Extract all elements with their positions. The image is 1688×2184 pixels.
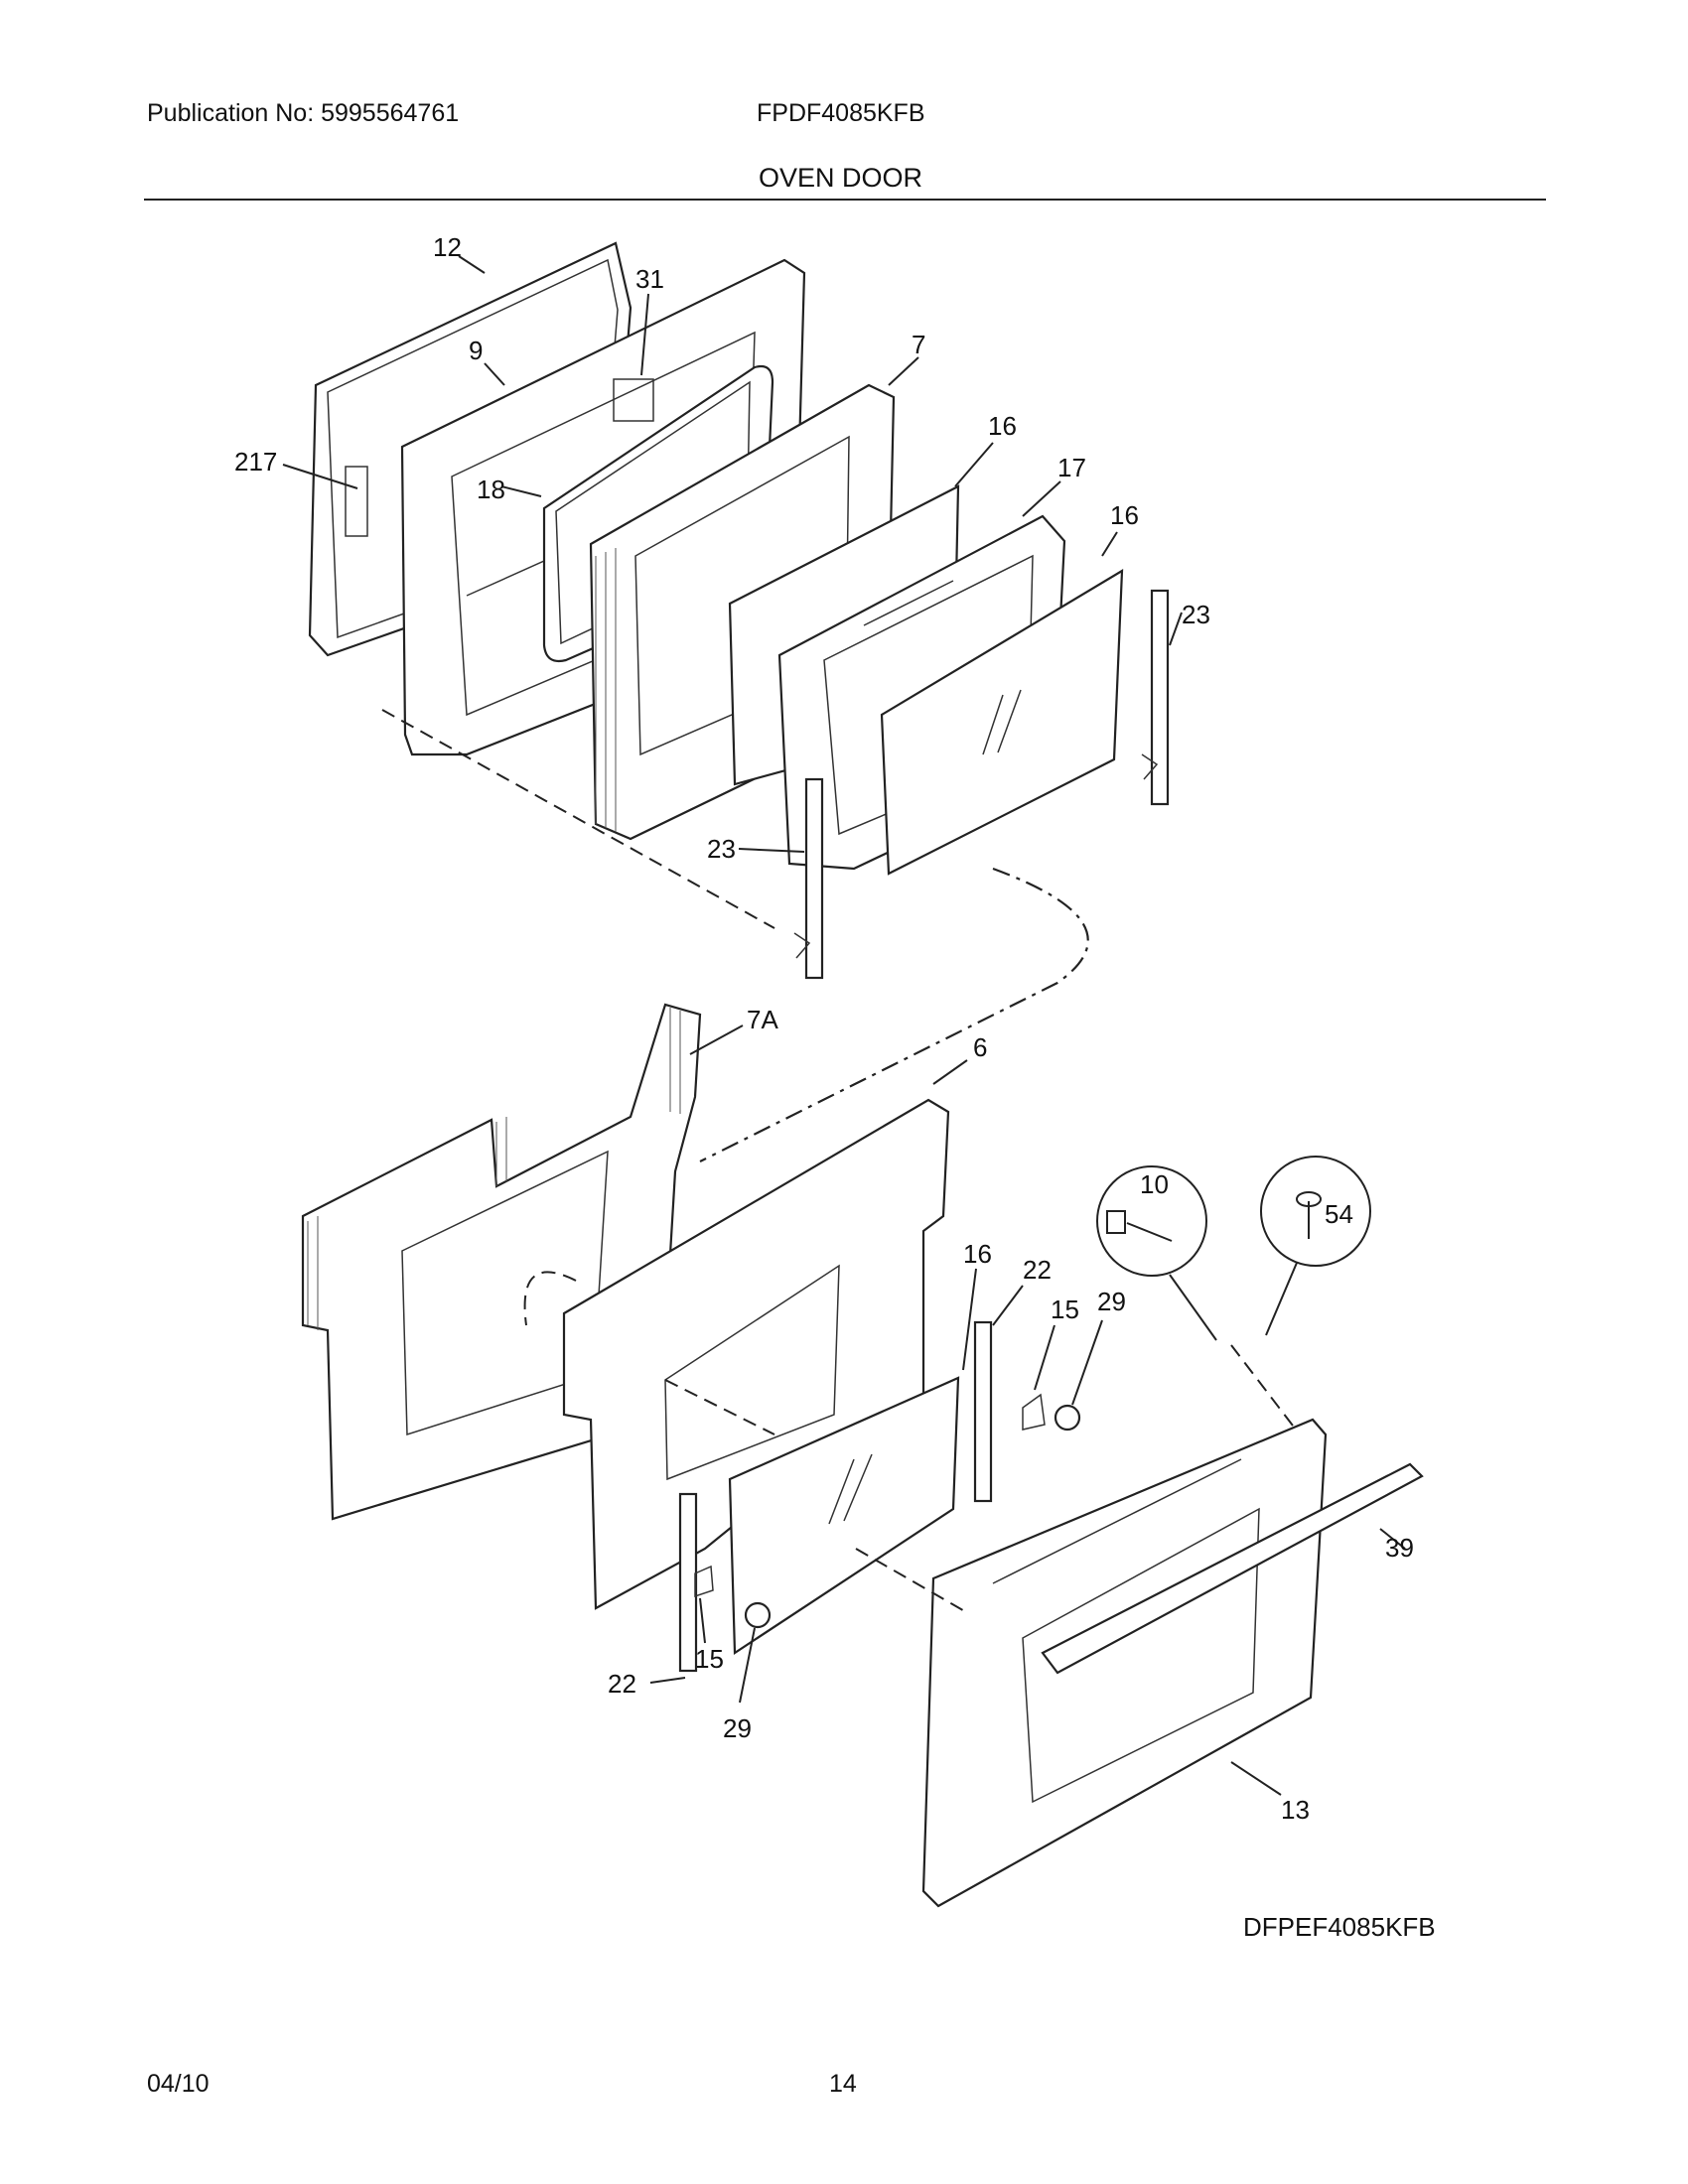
page-number: 14 [829,2070,857,2098]
drawing-id: DFPEF4085KFB [1243,1912,1436,1942]
callout-7A: 7A [747,1005,778,1034]
callout-9: 9 [469,336,483,365]
callout-16-a: 16 [988,411,1017,441]
callout-217: 217 [234,447,277,477]
footer-date: 04/10 [147,2070,210,2098]
part-bracket-left [678,1492,714,1673]
header-rule [144,199,1546,201]
callout-31: 31 [635,264,664,294]
part-screw-10 [1096,1165,1207,1277]
callout-29-b: 29 [723,1713,752,1743]
callout-18: 18 [477,475,505,504]
callout-22-a: 22 [1023,1255,1052,1285]
publication-number: Publication No: 5995564761 [147,99,460,127]
callout-12: 12 [433,232,462,262]
part-bumper-left [744,1601,772,1629]
callout-15-a: 15 [1051,1295,1079,1324]
callout-23-b: 23 [707,834,736,864]
callout-23-a: 23 [1182,600,1210,629]
callout-7: 7 [912,330,925,359]
callout-29-a: 29 [1097,1287,1126,1316]
section-title: OVEN DOOR [759,163,923,193]
part-glass-upper-2 [880,569,1124,876]
callout-16-b: 16 [1110,500,1139,530]
callout-22-b: 22 [608,1669,636,1699]
callout-17: 17 [1057,453,1086,482]
callout-6: 6 [973,1032,987,1062]
callout-15-b: 15 [695,1644,724,1674]
part-door-handle [1041,1462,1424,1675]
callout-labels: 12 31 9 7 217 18 16 17 16 23 23 7A 6 10 … [234,232,1414,1825]
callout-54: 54 [1325,1199,1353,1229]
leader-lines [282,255,1406,1796]
part-screw-54 [1260,1156,1371,1267]
part-glass-lower [728,1376,960,1656]
callout-39: 39 [1385,1533,1414,1563]
callout-13: 13 [1281,1795,1310,1825]
model-number: FPDF4085KFB [757,99,925,127]
part-hinge-left [793,777,824,980]
part-hinge-right [1141,589,1170,806]
callout-10: 10 [1140,1169,1169,1199]
part-outer-door [921,1418,1328,1908]
callout-16-c: 16 [963,1239,992,1269]
part-bracket-right [973,1320,1046,1503]
part-bumper-right [1054,1404,1081,1432]
